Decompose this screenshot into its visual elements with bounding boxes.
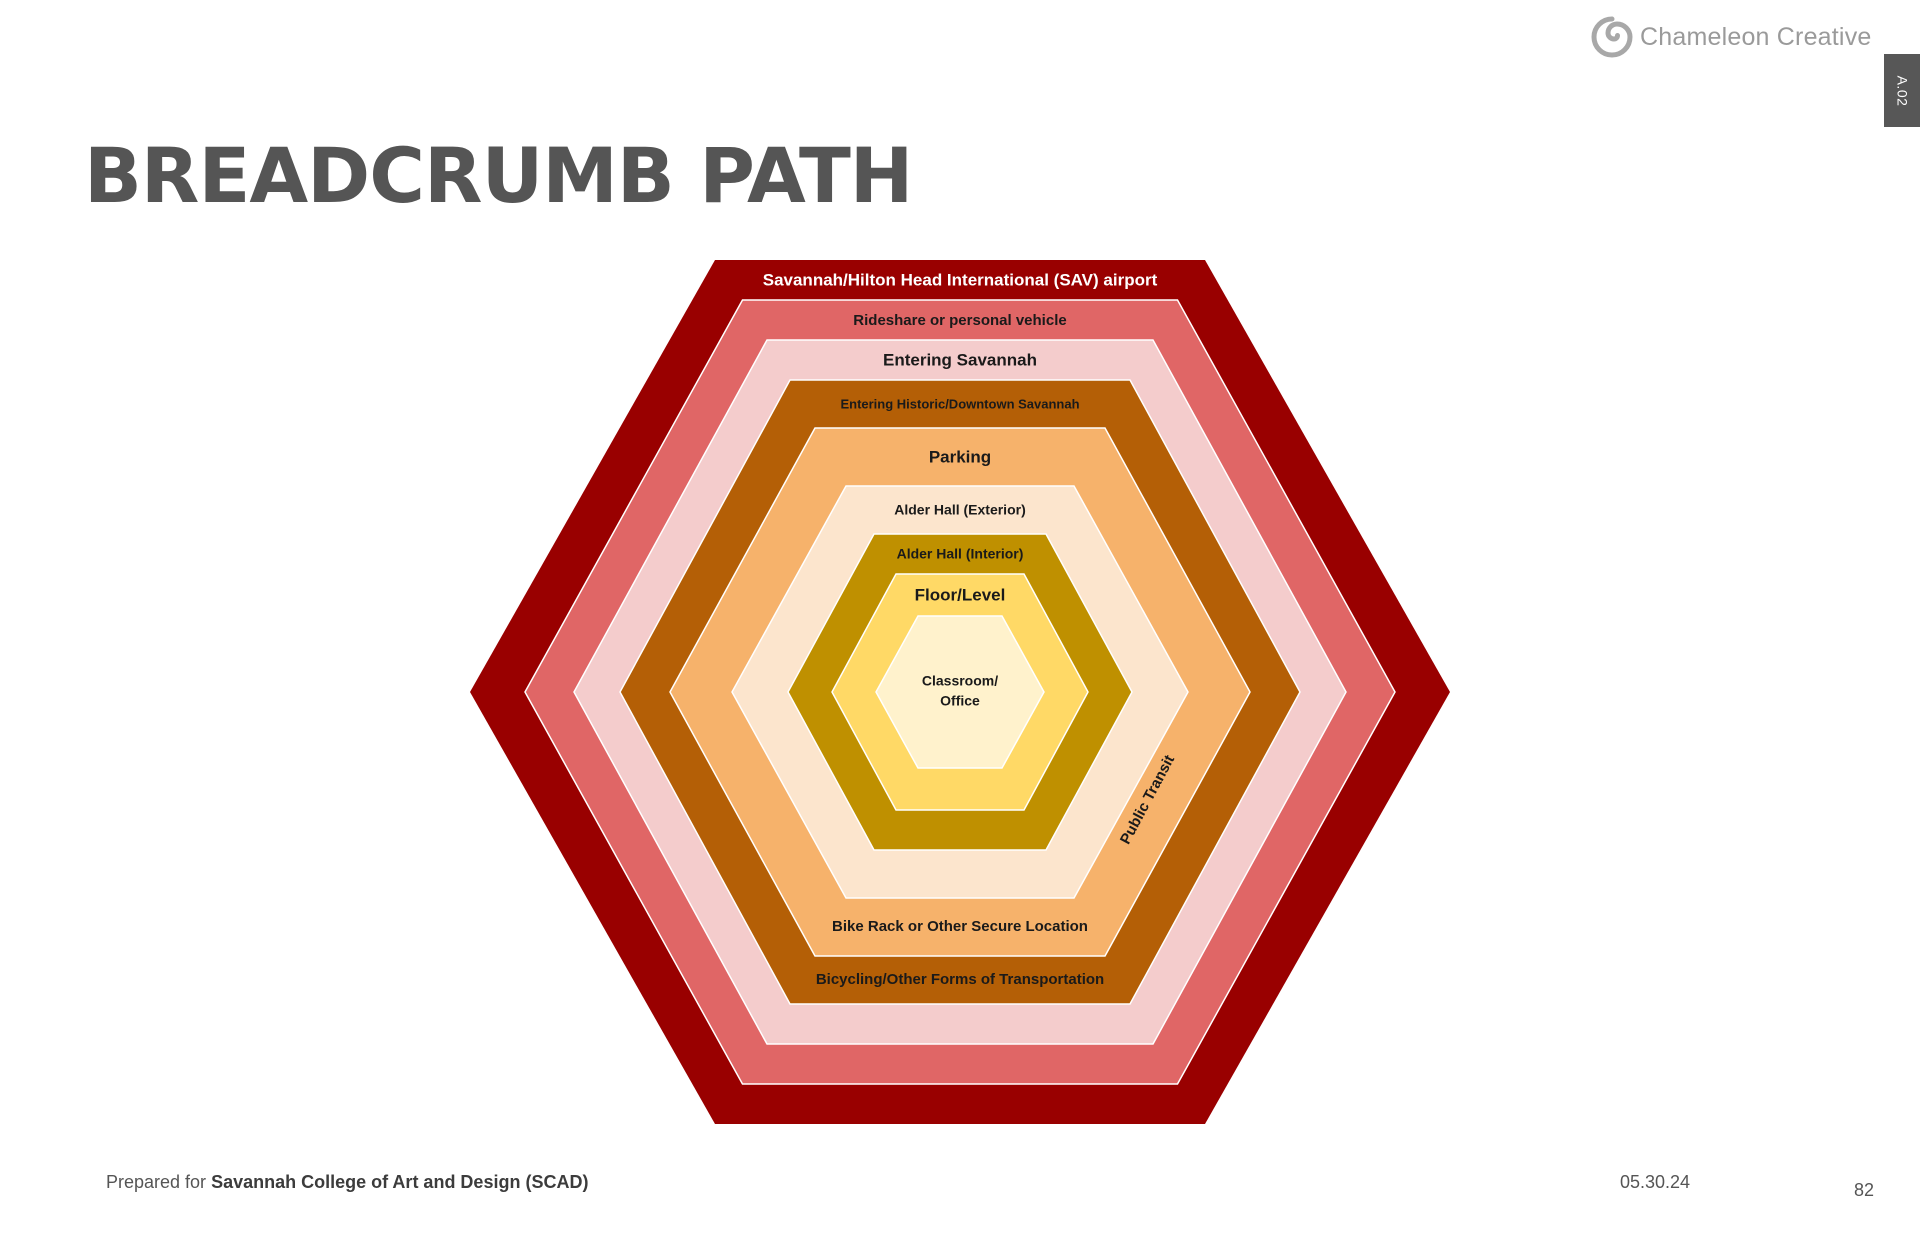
hexagon-ring-9 [875,615,1045,769]
bicycling-label: Bicycling/Other Forms of Transportation [816,971,1104,988]
footer-prepared-for: Prepared for Savannah College of Art and… [106,1172,588,1193]
ring-label-6: Alder Hall (Exterior) [894,502,1025,518]
page-title: BREADCRUMB PATH [84,131,913,220]
ring-label-2: Rideshare or personal vehicle [853,312,1066,329]
bike-rack-label: Bike Rack or Other Secure Location [832,918,1088,935]
ring-label-center-line-1: Classroom/ [922,673,998,689]
footer-prepared-prefix: Prepared for [106,1172,212,1192]
logo-text: Chameleon Creative [1640,22,1872,51]
ring-label-8: Floor/Level [915,585,1006,604]
ring-label-3: Entering Savannah [883,350,1037,369]
ring-label-7: Alder Hall (Interior) [897,546,1024,562]
section-tab: A.02 [1884,54,1920,127]
ring-label-1: Savannah/Hilton Head International (SAV)… [763,270,1158,289]
footer-client-name: Savannah College of Art and Design (SCAD… [211,1172,589,1192]
spiral-logo-icon [1591,16,1633,58]
footer-page-number: 82 [1854,1180,1875,1200]
ring-label-center-line-2: Office [940,693,980,709]
ring-label-4: Entering Historic/Downtown Savannah [840,396,1079,411]
brand-logo: Chameleon Creative [1590,14,1872,60]
ring-labels: Savannah/Hilton Head International (SAV)… [763,270,1178,987]
ring-label-5: Parking [929,447,991,466]
footer-date: 05.30.24 [1620,1172,1691,1192]
hexagon-rings [470,260,1450,1124]
